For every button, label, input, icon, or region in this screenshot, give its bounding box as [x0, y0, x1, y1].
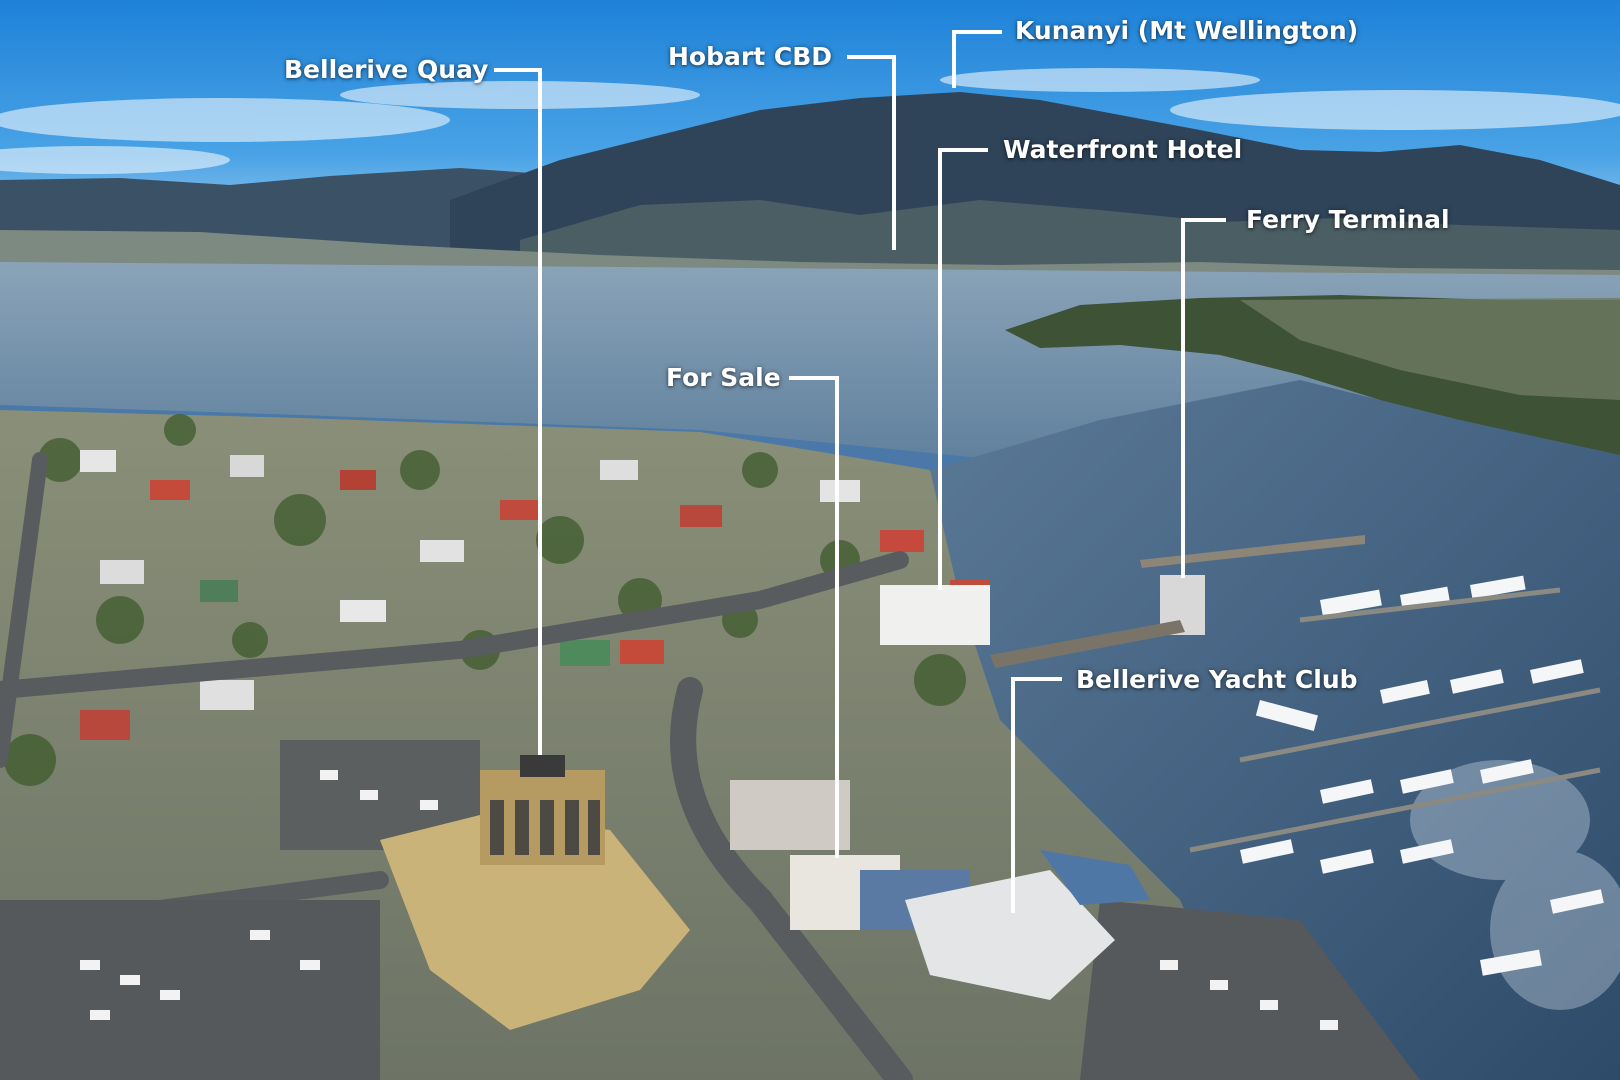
- tower-windows: [490, 800, 600, 855]
- town-trees: [4, 414, 966, 786]
- marina-pontoons: [1189, 587, 1601, 853]
- label-ferry-terminal: Ferry Terminal: [1246, 205, 1450, 234]
- mountain-foothills: [520, 200, 1620, 270]
- bellerive-quay-leader: [494, 68, 542, 755]
- waterfront-hotel: [880, 585, 990, 645]
- parked-cars: [80, 770, 1338, 1030]
- for-sale-leader: [789, 376, 839, 858]
- label-waterfront-hotel: Waterfront Hotel: [1003, 135, 1243, 164]
- bellerive-quay-roof: [380, 815, 690, 1030]
- breakwater: [990, 620, 1185, 668]
- ferry-terminal-leader: [1181, 218, 1226, 578]
- waterfront-hotel-leader: [938, 148, 988, 590]
- label-hobart-cbd: Hobart CBD: [668, 42, 833, 71]
- hobart-cbd-leader: [847, 55, 896, 250]
- jetty: [1140, 535, 1365, 568]
- car-park-left: [0, 900, 380, 1080]
- marina: [1239, 575, 1604, 976]
- bellerive-yacht-club-leader: [1011, 677, 1062, 913]
- bellerive-yacht-club: [905, 870, 1115, 1000]
- label-for-sale: For Sale: [666, 363, 781, 392]
- label-bellerive-quay: Bellerive Quay: [284, 55, 489, 84]
- kunanyi-leader: [952, 30, 1002, 88]
- label-bellerive-yacht-club: Bellerive Yacht Club: [1076, 665, 1358, 694]
- peninsula-houses: [1240, 298, 1620, 400]
- clouds: [0, 68, 1620, 174]
- car-park-marina: [1080, 900, 1420, 1080]
- bellerive-bay: [930, 380, 1620, 1080]
- label-kunanyi: Kunanyi (Mt Wellington): [1015, 16, 1359, 45]
- water-glints: [1410, 760, 1620, 1010]
